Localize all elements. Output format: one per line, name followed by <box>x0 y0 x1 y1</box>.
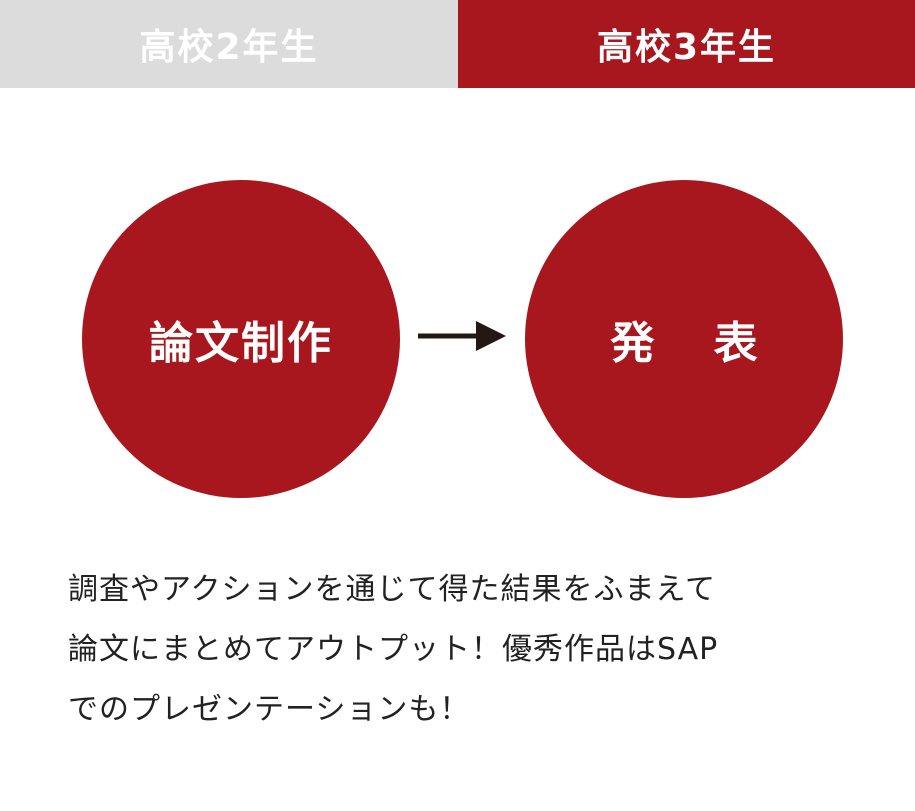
tab-grade-3-label: 高校3年生 <box>596 27 777 68</box>
arrow-right-icon <box>418 321 506 351</box>
step-circle-presentation: 発 表 <box>525 180 843 498</box>
description-line: 調査やアクションを通じて得た結果をふまえて <box>68 572 716 607</box>
tab-grade-3: 高校3年生 <box>458 0 915 88</box>
step-circle-thesis: 論文制作 <box>82 180 400 498</box>
step-label-thesis: 論文制作 <box>149 318 333 369</box>
tab-grade-2: 高校2年生 <box>0 0 458 88</box>
step-label-presentation: 発 表 <box>610 318 780 369</box>
description-line: 論文にまとめてアウトプット！優秀作品はSAP <box>68 632 719 667</box>
tab-grade-2-label: 高校2年生 <box>139 27 319 68</box>
description-text: 調査やアクションを通じて得た結果をふまえて 論文にまとめてアウトプット！優秀作品… <box>68 560 868 740</box>
description-line: でのプレゼンテーションも！ <box>68 692 471 727</box>
